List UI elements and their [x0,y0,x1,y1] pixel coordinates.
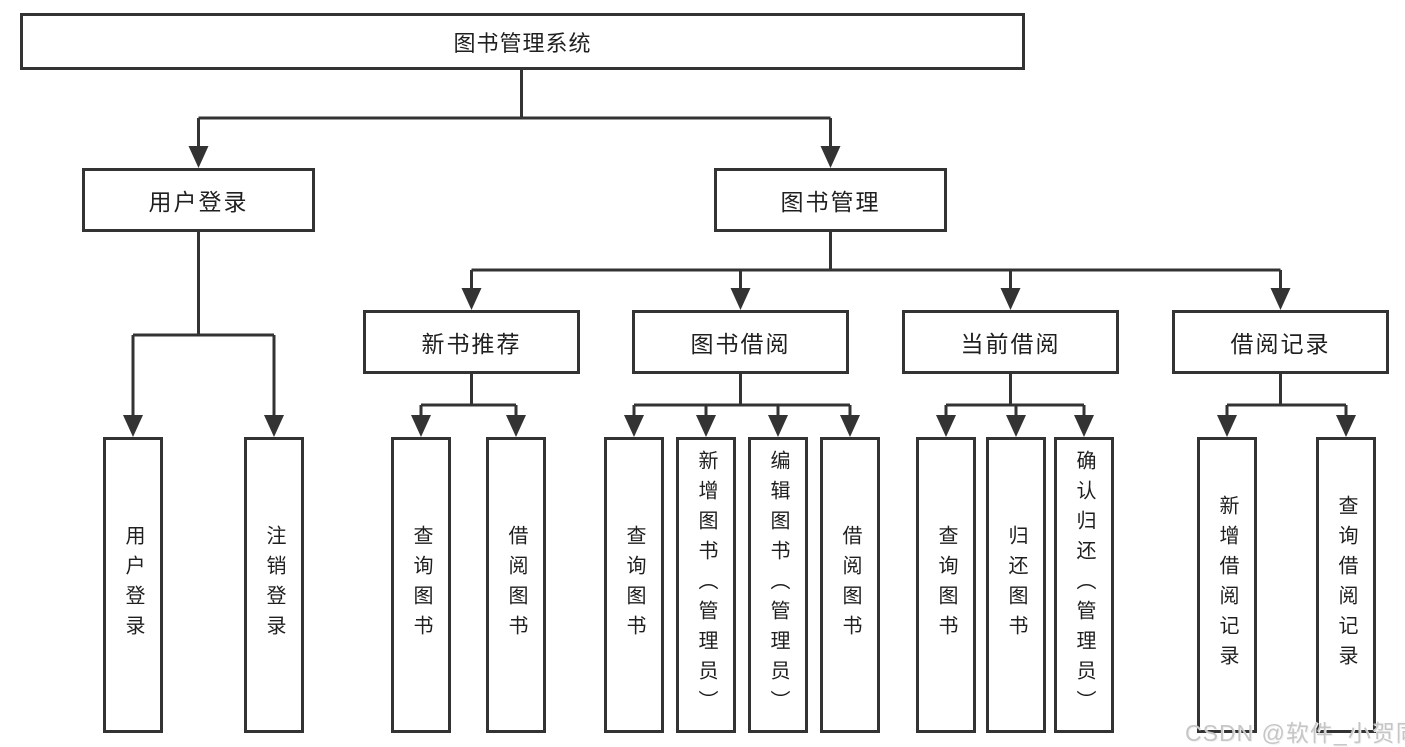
node-borrow-records-label: 借阅记录 [1230,331,1331,357]
leaf-recommend-query-book-label: 查询图书 [410,525,432,645]
leaf-borrow-add-book-admin: 新增图书（管理员） [676,437,736,733]
node-book-management: 图书管理 [714,168,947,232]
node-root-label: 图书管理系统 [453,30,592,56]
node-root: 图书管理系统 [20,13,1025,70]
csdn-watermark: CSDN @软件_小贺同学 [1185,720,1405,746]
node-book-borrow-label: 图书借阅 [690,331,791,357]
leaf-records-query-borrow-record: 查询借阅记录 [1316,437,1376,733]
leaf-borrow-edit-book-admin: 编辑图书（管理员） [748,437,808,733]
node-new-book-recommend-label: 新书推荐 [421,331,522,357]
leaf-current-query-book: 查询图书 [916,437,976,733]
leaf-borrow-query-book: 查询图书 [604,437,664,733]
node-user-login: 用户登录 [82,168,315,232]
leaf-current-query-book-label: 查询图书 [935,525,957,645]
leaf-current-return-book-label: 归还图书 [1005,525,1027,645]
leaf-recommend-query-book: 查询图书 [391,437,451,733]
leaf-borrow-add-book-admin-label: 新增图书（管理员） [695,450,717,720]
leaf-logout-login: 注销登录 [244,437,304,733]
leaf-current-confirm-return-admin: 确认归还（管理员） [1054,437,1114,733]
leaf-records-add-borrow-record-label: 新增借阅记录 [1216,495,1238,675]
leaf-borrow-borrow-book: 借阅图书 [820,437,880,733]
node-current-borrow: 当前借阅 [902,310,1119,374]
node-book-management-label: 图书管理 [780,189,881,215]
node-user-login-label: 用户登录 [148,189,249,215]
leaf-user-login-label: 用户登录 [122,525,144,645]
node-borrow-records: 借阅记录 [1172,310,1389,374]
leaf-recommend-borrow-book-label: 借阅图书 [505,525,527,645]
leaf-borrow-edit-book-admin-label: 编辑图书（管理员） [767,450,789,720]
node-new-book-recommend: 新书推荐 [363,310,580,374]
leaf-borrow-borrow-book-label: 借阅图书 [839,525,861,645]
leaf-current-return-book: 归还图书 [986,437,1046,733]
leaf-logout-login-label: 注销登录 [263,525,285,645]
leaf-current-confirm-return-admin-label: 确认归还（管理员） [1073,450,1095,720]
arrowhead-icons [123,146,1356,437]
leaf-recommend-borrow-book: 借阅图书 [486,437,546,733]
leaf-borrow-query-book-label: 查询图书 [623,525,645,645]
node-book-borrow: 图书借阅 [632,310,849,374]
leaf-records-query-borrow-record-label: 查询借阅记录 [1335,495,1357,675]
leaf-records-add-borrow-record: 新增借阅记录 [1197,437,1257,733]
leaf-user-login: 用户登录 [103,437,163,733]
node-current-borrow-label: 当前借阅 [960,331,1061,357]
